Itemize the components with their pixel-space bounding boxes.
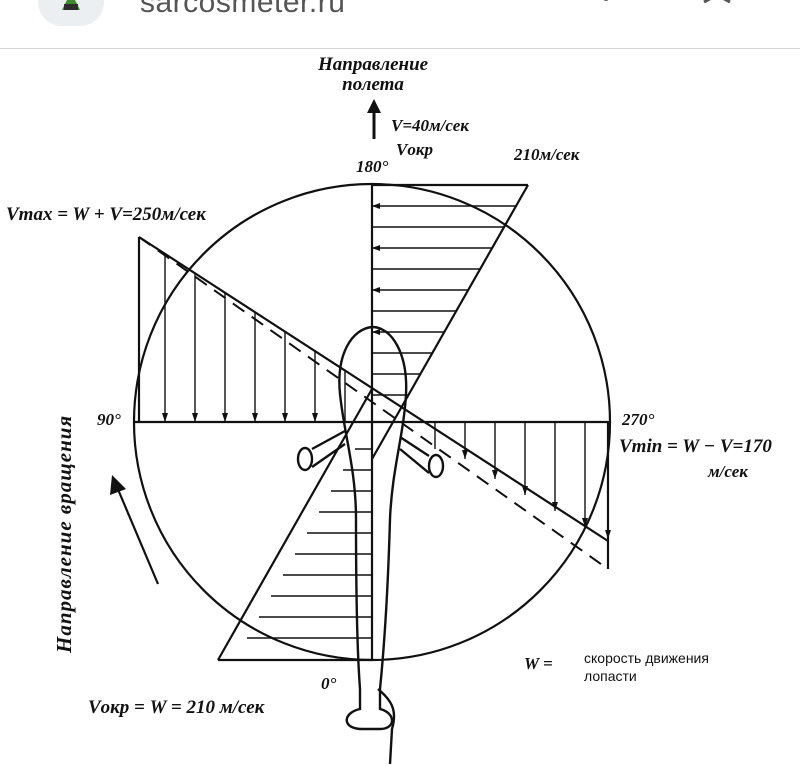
legend-symbol: W = [524,654,553,673]
rotation-arrow [115,486,160,585]
v-okr-bottom-label: Vокр = W = 210 м/сек [88,697,265,718]
legend-text: скорость движения лопасти [584,650,709,684]
vmax-solid-line [138,236,609,542]
v-okr-top-label: Vокр [396,140,433,159]
rotation-direction-label: Направление вращения [52,414,76,653]
flight-direction-label: Направление полета [318,54,429,95]
rotor-speed-diagram: Направление полета V=40м/сек Vокр 210м/с… [0,49,800,766]
vmax-dashed-line [138,236,609,570]
browser-top-bar: sarcosmeter.ru [0,0,800,49]
helicopter-outline [296,325,445,765]
close-icon[interactable] [700,0,734,12]
rotation-arrow-head [110,475,126,495]
v-min-unit-label: м/сек [708,462,748,481]
flight-arrow-head [367,99,381,113]
site-name: sarcosmeter.ru [140,0,346,19]
v-min-label: Vmin = W − V=170 [619,436,772,457]
angle-270-label: 270° [622,410,655,429]
angle-90-label: 90° [97,410,121,429]
triangle-bottom-edge [217,388,373,661]
angle-180-label: 180° [356,157,389,176]
diagram-drawing [110,99,612,765]
flight-speed-label: V=40м/сек [391,116,469,135]
angle-0-label: 0° [321,674,337,693]
more-vert-icon[interactable] [596,0,616,14]
v-okr-top-value: 210м/сек [514,145,580,164]
v-max-label: Vmax = W + V=250м/сек [6,204,206,225]
site-logo-icon[interactable] [38,0,104,26]
triangle-top-edge [371,184,529,460]
